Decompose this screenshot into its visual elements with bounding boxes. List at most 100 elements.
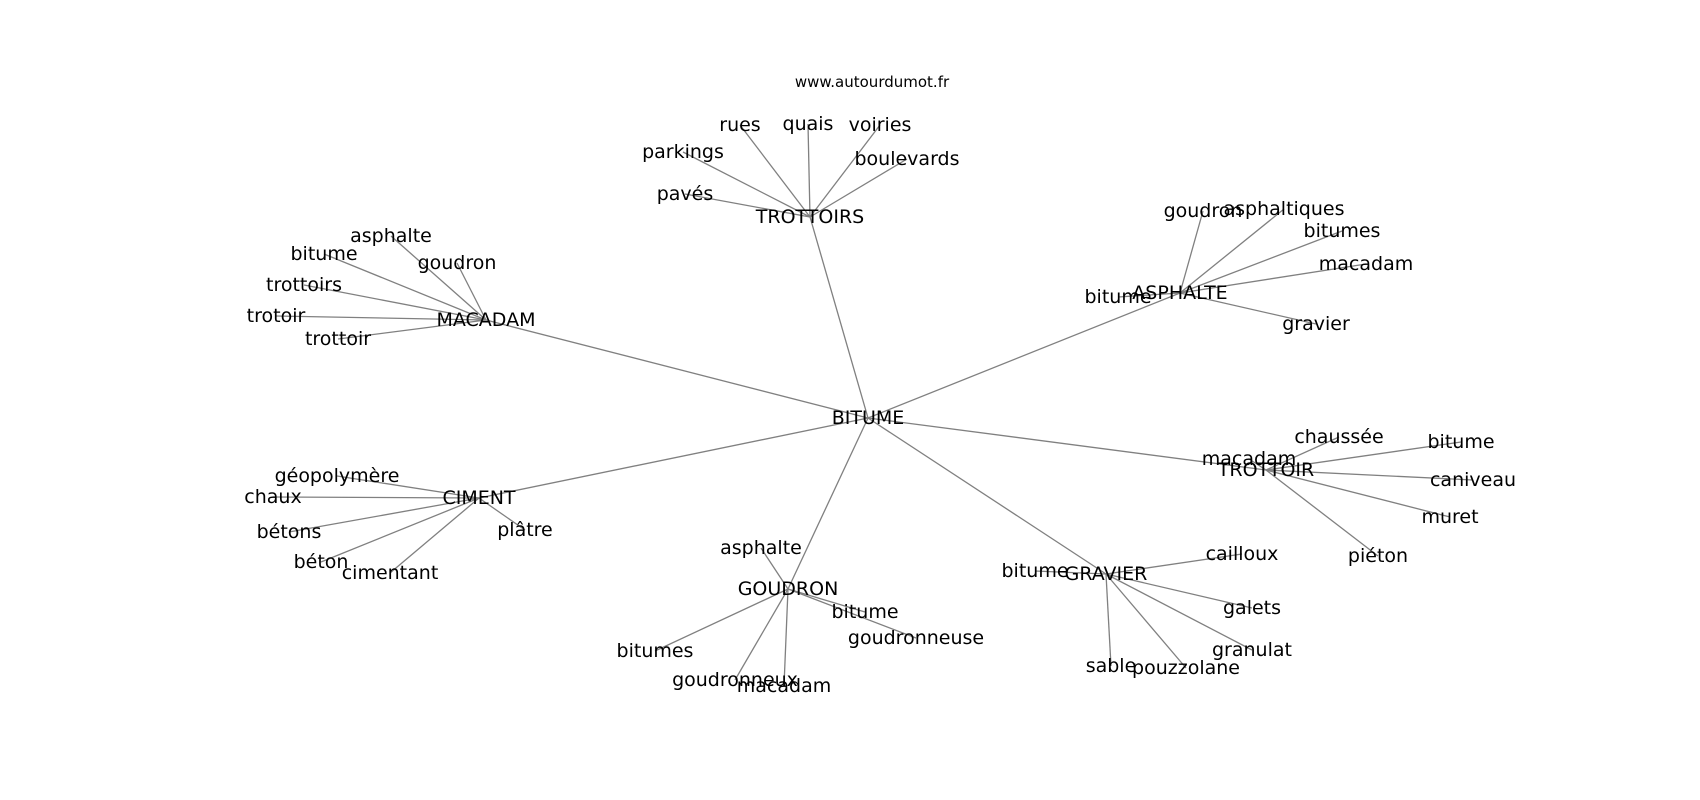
leaf-node: voiries <box>849 114 912 136</box>
leaf-node: goudron <box>418 252 497 274</box>
edge-ciment-leaf <box>336 475 480 499</box>
leaf-node: bétons <box>257 521 322 543</box>
edge-center-trottoirs <box>809 216 869 419</box>
edge-macadam-leaf <box>303 284 487 321</box>
edge-center-gravier <box>867 417 1107 575</box>
edge-ciment-leaf <box>478 497 526 531</box>
hub-node-ciment: CIMENT <box>442 487 515 509</box>
leaf-node: béton <box>294 551 349 573</box>
leaf-node: goudronneux <box>672 669 798 691</box>
edge-trottoir-leaf <box>1248 458 1267 471</box>
edge-goudron-leaf <box>787 588 917 639</box>
hub-node-trottoirs: TROTTOIRS <box>755 206 864 228</box>
edge-trottoirs-leaf <box>809 124 881 218</box>
edge-trottoirs-leaf <box>807 123 811 218</box>
edge-trottoir-leaf <box>1265 469 1379 557</box>
edge-center-macadam <box>485 319 869 419</box>
edge-center-goudron <box>787 417 869 590</box>
graph-edges <box>272 123 1474 687</box>
source-url: www.autourdumot.fr <box>795 73 950 91</box>
edge-trottoirs-leaf <box>684 193 811 218</box>
leaf-node: granulat <box>1212 639 1292 661</box>
leaf-node: chaux <box>244 486 301 508</box>
edge-macadam-leaf <box>337 319 487 340</box>
edge-center-ciment <box>478 417 869 499</box>
edge-ciment-leaf <box>320 497 480 563</box>
edge-trottoir-leaf <box>1265 469 1451 518</box>
leaf-node: trottoir <box>305 328 371 350</box>
hub-node-asphalte: ASPHALTE <box>1132 282 1227 304</box>
edge-ciment-leaf <box>288 497 480 533</box>
hub-node-trottoir: TROTTOIR <box>1217 459 1314 481</box>
leaf-node: cailloux <box>1206 543 1279 565</box>
leaf-node: bitume <box>1427 431 1494 453</box>
leaf-node: bitume <box>290 243 357 265</box>
leaf-node: gravier <box>1282 313 1350 335</box>
edge-macadam-leaf <box>323 253 487 321</box>
leaf-node: piéton <box>1348 545 1408 567</box>
leaf-node: quais <box>783 113 834 135</box>
edge-gravier-leaf <box>1105 573 1187 669</box>
leaf-node: trotoir <box>247 305 306 327</box>
edge-asphalte-leaf <box>1179 230 1343 294</box>
leaf-node: bitume <box>831 601 898 623</box>
edge-center-trottoir <box>867 417 1267 471</box>
leaf-node: plâtre <box>497 519 553 541</box>
edge-goudron-leaf <box>760 547 789 590</box>
leaf-node: parkings <box>642 141 724 163</box>
leaf-node: muret <box>1421 506 1478 528</box>
leaf-node: goudron <box>1164 200 1243 222</box>
edge-asphalte-leaf <box>1117 292 1181 298</box>
leaf-node: chaussée <box>1294 426 1383 448</box>
edge-asphalte-leaf <box>1179 208 1285 294</box>
leaf-node: galets <box>1223 597 1281 619</box>
edge-trottoirs-leaf <box>739 124 811 218</box>
leaf-node: macadam <box>737 675 831 697</box>
hub-node-gravier: GRAVIER <box>1065 563 1148 585</box>
edge-gravier-leaf <box>1105 553 1243 575</box>
edge-macadam-leaf <box>275 315 487 321</box>
leaf-node: asphalte <box>350 225 432 247</box>
leaf-node: bitumes <box>1304 220 1381 242</box>
edge-goudron-leaf <box>734 588 789 681</box>
leaf-node: boulevards <box>854 148 959 170</box>
leaf-node: trottoirs <box>266 274 342 296</box>
edge-trottoirs-leaf <box>809 158 908 218</box>
edge-gravier-leaf <box>1105 573 1112 667</box>
edge-asphalte-leaf <box>1179 263 1367 294</box>
edge-macadam-leaf <box>390 235 487 321</box>
leaf-node: macadam <box>1319 253 1413 275</box>
edge-gravier-leaf <box>1105 573 1253 651</box>
edge-gravier-leaf <box>1105 573 1253 609</box>
leaf-node: caniveau <box>1430 469 1516 491</box>
leaf-node: sable <box>1086 655 1137 677</box>
leaf-node: cimentant <box>342 562 439 584</box>
leaf-node: pavés <box>657 183 714 205</box>
edge-ciment-leaf <box>389 497 480 574</box>
leaf-node: bitume <box>1001 560 1068 582</box>
leaf-node: bitumes <box>617 640 694 662</box>
leaf-node: asphalte <box>720 537 802 559</box>
edge-asphalte-leaf <box>1179 210 1204 294</box>
edge-macadam-leaf <box>456 262 487 321</box>
edge-trottoirs-leaf <box>682 151 811 218</box>
leaf-node: goudronneuse <box>848 627 984 649</box>
edge-asphalte-leaf <box>1179 292 1317 325</box>
edge-goudron-leaf <box>783 588 789 687</box>
leaf-node: macadam <box>1202 448 1296 470</box>
edge-goudron-leaf <box>787 588 866 613</box>
hub-node-goudron: GOUDRON <box>738 578 839 600</box>
edge-ciment-leaf <box>272 496 480 499</box>
edge-goudron-leaf <box>654 588 789 652</box>
leaf-node: bitume <box>1084 286 1151 308</box>
leaf-node: asphaltiques <box>1224 198 1345 220</box>
edge-center-asphalte <box>867 292 1181 419</box>
edge-trottoir-leaf <box>1265 441 1462 471</box>
edge-trottoir-leaf <box>1265 436 1340 471</box>
hub-node-macadam: MACADAM <box>436 309 535 331</box>
edge-trottoir-leaf <box>1265 469 1474 481</box>
leaf-node: pouzzolane <box>1132 657 1240 679</box>
edge-gravier-leaf <box>1034 570 1107 575</box>
